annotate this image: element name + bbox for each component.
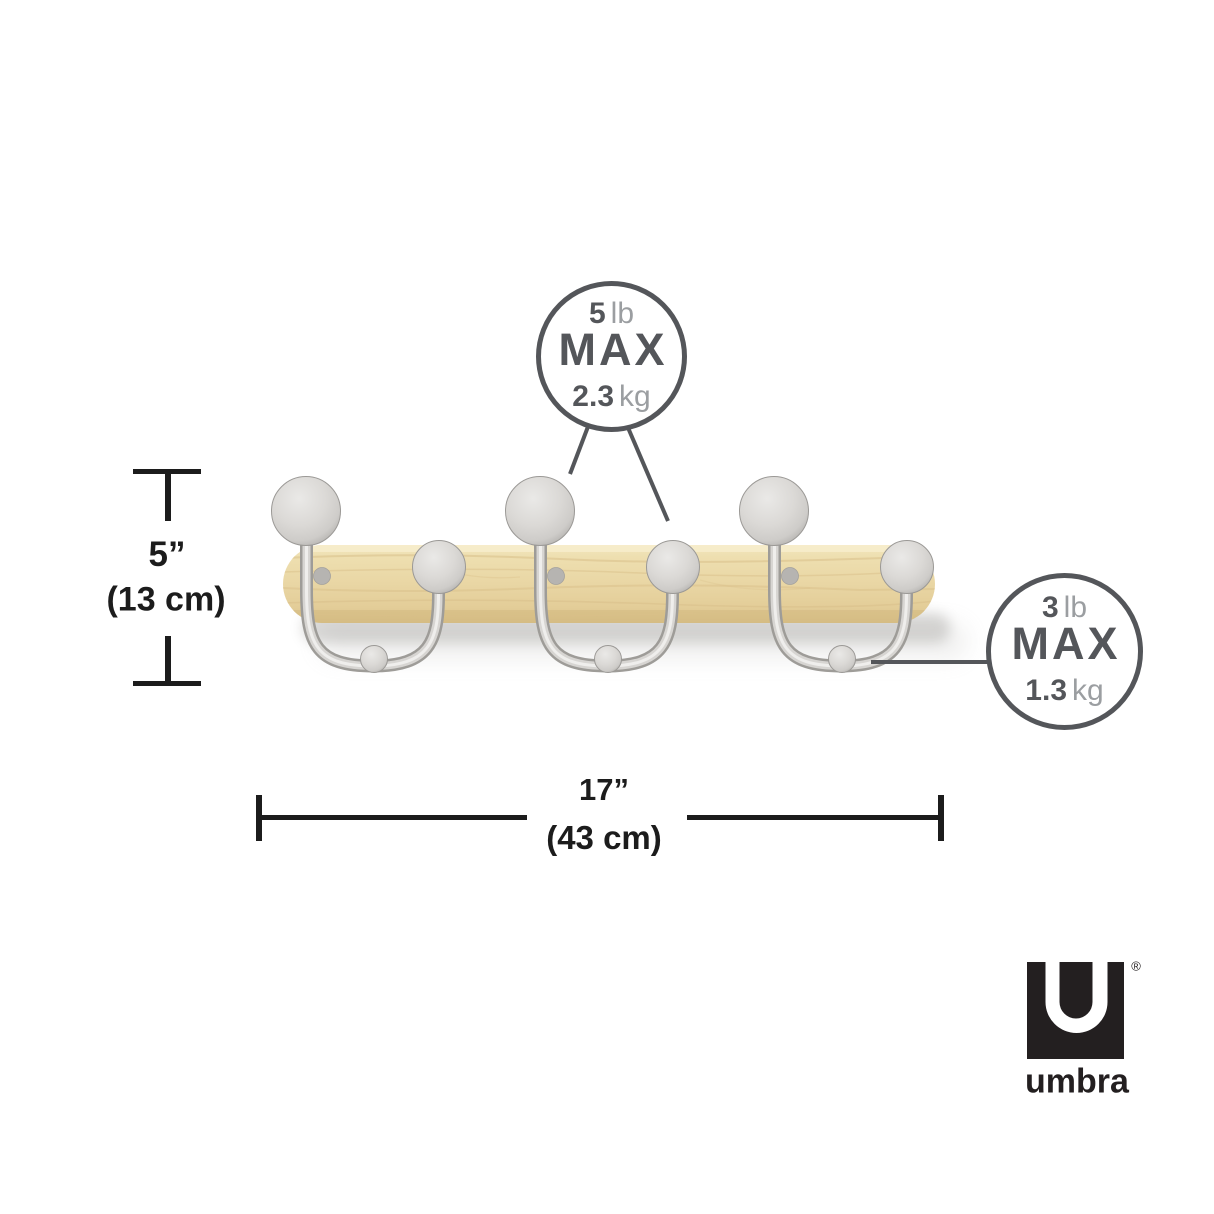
mounting-peg — [313, 567, 331, 585]
hook-side-knob — [646, 540, 700, 594]
height-dim-bottom-cap — [133, 681, 201, 686]
capacity-pounds-value: 3 — [1041, 591, 1059, 624]
width-dim-line-left — [262, 815, 527, 820]
registered-trademark-symbol: ® — [1131, 958, 1141, 974]
height-inches-label: 5” — [148, 535, 186, 574]
height-dim-top-stem — [165, 469, 171, 521]
hook-capacity-pounds: 5 lb — [589, 299, 634, 329]
capacity-max-label: MAX — [558, 324, 668, 375]
height-metric-label: (13 cm) — [106, 580, 226, 619]
hook-top-knob — [739, 476, 809, 546]
hook-unit-1 — [271, 476, 466, 673]
hook-max-weight-badge: 5 lb MAX 2.3 kg — [536, 281, 687, 432]
tip-capacity-pounds: 3 lb — [1042, 593, 1087, 623]
hook-top-knob — [271, 476, 341, 546]
hook-side-knob — [880, 540, 934, 594]
capacity-pounds-unit: lb — [1063, 591, 1088, 624]
tip-max-weight-badge: 3 lb MAX 1.3 kg — [986, 573, 1143, 730]
hook-side-knob — [412, 540, 466, 594]
umbra-u-icon — [1045, 962, 1108, 1033]
hook-top-knob — [505, 476, 575, 546]
hook-ball-tip — [594, 645, 622, 673]
hook-unit-3 — [739, 476, 934, 673]
capacity-kilograms-value: 1.3 — [1025, 674, 1068, 707]
hook-ball-tip — [828, 645, 856, 673]
height-dim-bottom-stem — [165, 636, 171, 686]
wood-rail — [283, 545, 935, 623]
hook-unit-2 — [505, 476, 700, 673]
height-dimension-line — [133, 469, 201, 686]
mounting-peg — [781, 567, 799, 585]
hook-capacity-kilograms: 2.3 kg — [572, 382, 650, 412]
tip-capacity-kilograms: 1.3 kg — [1025, 676, 1103, 706]
width-dim-right-cap — [938, 795, 944, 841]
capacity-kilograms-unit: kg — [619, 380, 651, 413]
width-dim-left-cap — [256, 795, 262, 841]
umbra-wordmark: umbra — [1025, 1062, 1129, 1101]
capacity-pounds-value: 5 — [588, 297, 606, 330]
hook-ball-tip — [360, 645, 388, 673]
width-dim-line-right — [687, 815, 938, 820]
capacity-kilograms-value: 2.3 — [572, 380, 615, 413]
width-metric-label: (43 cm) — [546, 819, 662, 856]
width-inches-label: 17” — [579, 772, 629, 807]
capacity-max-label: MAX — [1011, 618, 1121, 669]
mounting-peg — [547, 567, 565, 585]
umbra-logo-mark — [1027, 962, 1124, 1059]
umbra-logo-square — [1027, 962, 1124, 1059]
capacity-kilograms-unit: kg — [1072, 674, 1104, 707]
capacity-pounds-unit: lb — [610, 297, 635, 330]
callout-line-hook-right — [624, 422, 670, 522]
callout-lines — [568, 422, 1000, 664]
callout-line-hook-left — [568, 423, 591, 475]
width-dimension-line — [256, 795, 944, 841]
